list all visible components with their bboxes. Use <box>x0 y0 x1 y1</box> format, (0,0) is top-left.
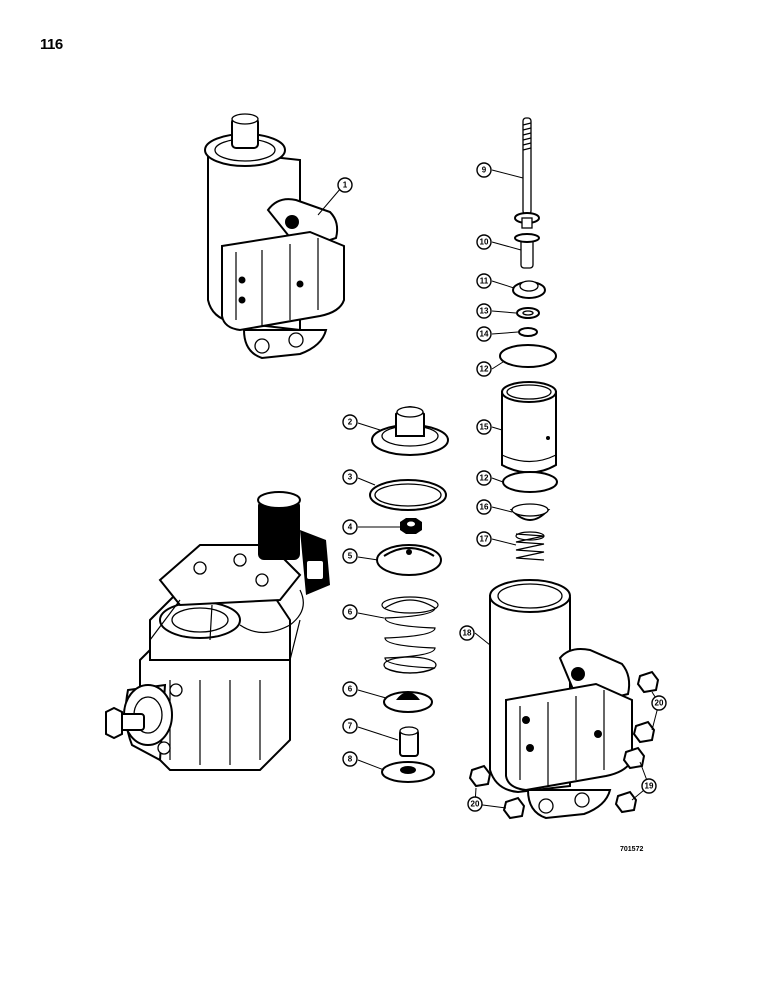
air-compressor-illustration <box>105 491 330 771</box>
governor-body-part-18 <box>489 579 633 820</box>
callout-3: 3 <box>342 469 358 485</box>
stud-part-9 <box>514 117 540 229</box>
callout-17: 17 <box>476 531 492 547</box>
spring-part-6 <box>381 596 439 674</box>
spring-seat-part-5 <box>376 544 442 576</box>
callout-4-text: 4 <box>348 523 353 532</box>
oring-part-14 <box>518 327 538 337</box>
spring-seat-part-16 <box>509 503 551 521</box>
valve-part-11 <box>512 280 546 299</box>
callout-6b-text: 6 <box>348 685 353 694</box>
oring-part-12-upper <box>499 344 557 368</box>
callout-20b-text: 20 <box>655 699 664 708</box>
callout-3-text: 3 <box>348 473 353 482</box>
callout-19-text: 19 <box>645 782 654 791</box>
callout-12b-text: 12 <box>480 474 489 483</box>
callout-11-text: 11 <box>480 277 489 286</box>
cap-part-2 <box>371 406 449 456</box>
callout-18: 18 <box>459 625 475 641</box>
callout-5-text: 5 <box>348 552 353 561</box>
snap-ring-part-3 <box>369 479 447 511</box>
callout-10: 10 <box>476 234 492 250</box>
oring-part-12-lower <box>502 471 558 493</box>
callout-6b: 6 <box>342 681 358 697</box>
sleeve-part-15 <box>501 381 557 474</box>
plug-parts-19-20 <box>468 670 660 820</box>
callout-6-text: 6 <box>348 608 353 617</box>
callout-2-text: 2 <box>348 418 353 427</box>
callout-13: 13 <box>476 303 492 319</box>
callout-13-text: 13 <box>480 307 489 316</box>
washer-part-8 <box>381 761 435 783</box>
callout-8: 8 <box>342 751 358 767</box>
callout-12b: 12 <box>476 470 492 486</box>
callout-14-text: 14 <box>480 330 489 339</box>
callout-18-text: 18 <box>463 629 472 638</box>
callout-7-text: 7 <box>348 722 353 731</box>
callout-9: 9 <box>476 162 492 178</box>
governor-assembly-part <box>204 113 345 360</box>
spring-part-17 <box>515 531 545 561</box>
spacer-part-7 <box>399 726 419 757</box>
callout-16-text: 16 <box>480 503 489 512</box>
callout-16: 16 <box>476 499 492 515</box>
page-number: 116 <box>40 36 63 53</box>
nut-part-4 <box>400 518 422 534</box>
callout-19: 19 <box>641 778 657 794</box>
callout-15-text: 15 <box>480 423 489 432</box>
figure-code: 701572 <box>620 846 644 853</box>
callout-4: 4 <box>342 519 358 535</box>
callout-17-text: 17 <box>480 535 489 544</box>
callout-20: 20 <box>467 796 483 812</box>
callout-12: 12 <box>476 361 492 377</box>
callout-20b: 20 <box>651 695 667 711</box>
callout-6: 6 <box>342 604 358 620</box>
callout-1-text: 1 <box>343 181 348 190</box>
callout-2: 2 <box>342 414 358 430</box>
callout-9-text: 9 <box>482 166 487 175</box>
spring-seat-part-6b <box>383 691 433 713</box>
callout-14: 14 <box>476 326 492 342</box>
callout-7: 7 <box>342 718 358 734</box>
callout-15: 15 <box>476 419 492 435</box>
washer-part-13 <box>516 307 540 319</box>
callout-12-text: 12 <box>480 365 489 374</box>
callout-20-text: 20 <box>471 800 480 809</box>
callout-5: 5 <box>342 548 358 564</box>
piston-part-10 <box>514 233 540 269</box>
callout-10-text: 10 <box>480 238 489 247</box>
callout-11: 11 <box>476 273 492 289</box>
callout-8-text: 8 <box>348 755 353 764</box>
callout-1: 1 <box>337 177 353 193</box>
